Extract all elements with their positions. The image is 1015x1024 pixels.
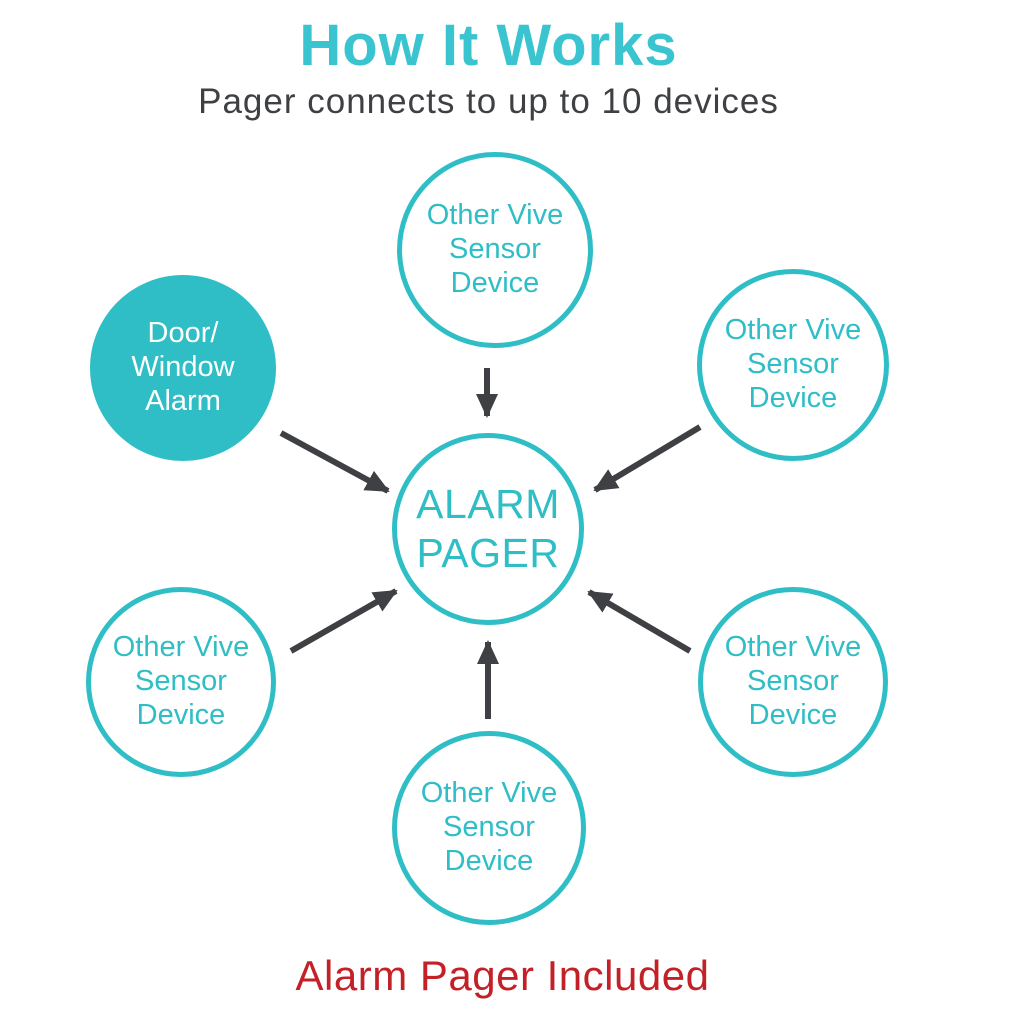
node-door-window-alarm: Door/ Window Alarm	[90, 275, 276, 461]
node-label: Other Vive Sensor Device	[426, 199, 564, 299]
node-sensor-lower-right: Other Vive Sensor Device	[698, 587, 888, 777]
node-sensor-upper-right: Other Vive Sensor Device	[697, 269, 889, 461]
node-label: Other Vive Sensor Device	[112, 631, 250, 731]
arrow-lower-left-to-center	[289, 588, 398, 654]
node-sensor-top: Other Vive Sensor Device	[397, 152, 593, 348]
node-sensor-lower-left: Other Vive Sensor Device	[86, 587, 276, 777]
page-title: How It Works	[299, 13, 678, 78]
node-label: Door/ Window Alarm	[131, 317, 235, 417]
page-subtitle: Pager connects to up to 10 devices	[198, 82, 779, 121]
arrow-upper-left-to-center	[279, 430, 390, 494]
node-label: Other Vive Sensor Device	[724, 314, 862, 414]
footer-note: Alarm Pager Included	[295, 952, 710, 999]
node-label: Other Vive Sensor Device	[420, 777, 558, 877]
node-label: ALARM PAGER	[416, 480, 560, 576]
arrow-upper-right-to-center	[593, 424, 702, 493]
node-label: Other Vive Sensor Device	[724, 631, 862, 731]
arrow-lower-right-to-center	[587, 589, 692, 654]
node-sensor-bottom: Other Vive Sensor Device	[392, 731, 586, 925]
node-alarm-pager: ALARM PAGER	[392, 433, 584, 625]
